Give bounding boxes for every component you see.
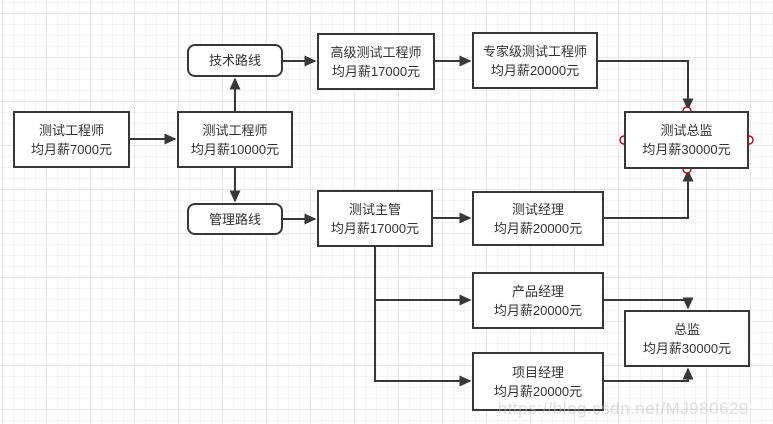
- node-test-supervisor[interactable]: 测试主管均月薪17000元: [317, 190, 433, 247]
- connector-supervisor-to-project-manager[interactable]: [374, 247, 472, 387]
- node-test-director[interactable]: 测试总监均月薪30000元: [624, 111, 749, 169]
- connector-test-manager-to-test-director[interactable]: [604, 169, 694, 219]
- node-title: 测试总监: [660, 123, 713, 138]
- node-title: 总监: [673, 321, 700, 337]
- node-mgmt-route[interactable]: 管理路线: [187, 203, 283, 235]
- node-tester-10000[interactable]: 测试工程师均月薪10000元: [177, 111, 293, 168]
- node-product-manager[interactable]: 产品经理均月薪20000元: [472, 272, 604, 329]
- node-title: 测试主管: [348, 201, 401, 217]
- connector-expert-to-test-director[interactable]: [598, 60, 694, 111]
- connector-product-manager-to-director[interactable]: [604, 297, 694, 310]
- node-title: 测试工程师: [38, 122, 104, 138]
- node-subtitle: 均月薪30000元: [642, 142, 731, 157]
- node-title: 项目经理: [511, 364, 564, 380]
- node-title: 测试经理: [511, 201, 564, 217]
- node-expert-tester[interactable]: 专家级测试工程师均月薪20000元: [472, 32, 598, 89]
- node-title: 高级测试工程师: [330, 44, 422, 60]
- node-subtitle: 均月薪10000元: [190, 141, 280, 157]
- node-subtitle: 均月薪20000元: [493, 220, 583, 236]
- node-title: 测试工程师: [202, 122, 268, 138]
- node-project-manager[interactable]: 项目经理均月薪20000元: [472, 352, 604, 411]
- node-title: 产品经理: [511, 283, 564, 299]
- node-subtitle: 均月薪17000元: [330, 220, 420, 236]
- node-title: 专家级测试工程师: [482, 43, 587, 59]
- node-subtitle: 均月薪20000元: [493, 302, 583, 318]
- node-director[interactable]: 总监均月薪30000元: [624, 310, 750, 367]
- node-tech-route[interactable]: 技术路线: [187, 44, 283, 77]
- node-subtitle: 均月薪7000元: [31, 141, 112, 157]
- node-tester-7000[interactable]: 测试工程师均月薪7000元: [13, 111, 130, 168]
- connector-supervisor-to-product-manager[interactable]: [374, 247, 472, 306]
- node-title: 技术路线: [208, 53, 261, 68]
- node-senior-tester[interactable]: 高级测试工程师均月薪17000元: [317, 33, 435, 90]
- node-subtitle: 均月薪20000元: [493, 383, 583, 399]
- node-subtitle: 均月薪17000元: [331, 63, 421, 79]
- connector-project-manager-to-director[interactable]: [604, 367, 694, 382]
- node-title: 管理路线: [208, 211, 261, 227]
- node-subtitle: 均月薪30000元: [642, 340, 732, 356]
- node-subtitle: 均月薪20000元: [490, 62, 580, 78]
- node-test-manager[interactable]: 测试经理均月薪20000元: [472, 191, 604, 246]
